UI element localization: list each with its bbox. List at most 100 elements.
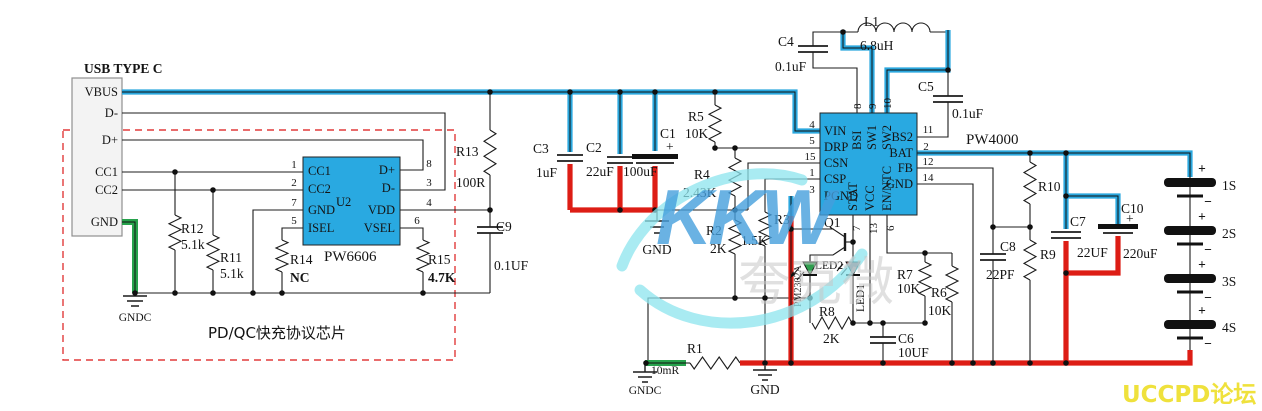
usb-pin-dm: D- [105,106,118,120]
usb-pin-cc1: CC1 [95,165,118,179]
power-wires [122,30,1193,366]
r2-value: 2K [710,241,727,256]
u1-pinnum-15: 15 [805,151,817,163]
u2-pinnum-1: 1 [291,159,297,171]
usb-title: USB TYPE C [84,61,163,76]
u2-pinnum-5: 5 [291,215,297,227]
r13-ref: R13 [456,144,479,159]
u1-pin-sw2: SW2 [880,125,894,150]
c10-polarized-plate [1098,224,1138,229]
watermark-swirl-bottom [634,248,868,329]
u1-part-label: PW4000 [966,132,1019,148]
led2-diode-icon [802,261,818,276]
u2-pinnum-6: 6 [414,215,420,227]
c1-value: 100uF [623,164,658,179]
battery-cell-2s-plate [1164,226,1216,235]
r13-value: 100R [456,175,485,190]
c5-value: 0.1uF [952,106,984,121]
watermark: 夸克微 KKW UCCPD论坛 [616,168,1256,408]
u1-pin-stat: STAT [846,182,860,211]
usb-pin-gnd: GND [91,215,118,229]
u1-pin-fb: FB [898,161,913,175]
u1-pin-en-ntc: EN/NTC [880,166,894,211]
usb-pin-cc2: CC2 [95,183,118,197]
u1-pinnum-11: 11 [923,124,934,136]
u1-pinnum-10: 10 [882,98,894,110]
u2-pin-cc2: CC2 [308,182,331,196]
watermark-swirl-top [616,168,808,272]
usb-pin-vbus: VBUS [85,85,118,99]
u1-pinnum-4: 4 [809,119,815,131]
r6-ref: R6 [931,285,947,300]
u1-pin-bat: BAT [889,146,913,160]
r7-value: 10K [897,281,921,296]
u2-pinnum-8: 8 [426,158,432,170]
c1-plus: + [666,139,674,154]
battery-plus-3: + [1198,257,1206,272]
u1-pinnum-1: 1 [809,167,815,179]
battery-minus-2: − [1204,242,1212,257]
u2-pin-isel: ISEL [308,221,334,235]
gndc-label-bottom: GNDC [629,385,662,397]
u1-pinnum-9: 9 [867,103,879,109]
q1-part-number: PM2302A [793,265,804,307]
c10-value: 220uF [1123,246,1158,261]
u1-pinnum-3: 3 [809,184,815,196]
c10-ref: C10 [1121,201,1144,216]
c4-value: 0.1uF [775,59,807,74]
battery-cell-3s: 3S [1222,274,1236,289]
battery-cell-4s: 4S [1222,320,1236,335]
u1-pin-csn: CSN [824,156,848,170]
u2-pin-dp: D+ [379,163,395,177]
u2-pin-cc1: CC1 [308,164,331,178]
c2-ref: C2 [586,140,602,155]
q1-ref: Q1 [824,215,841,230]
c10-plus: + [1126,211,1134,226]
l1-inductor-coil [857,22,931,33]
r5-value: 10K [685,126,709,141]
battery-minus-4: − [1204,336,1212,351]
u1-pin-b s2: BS2 [891,130,913,144]
r3-value: 1.5K [741,233,768,248]
u1-pinnum-12: 12 [923,156,934,168]
u1-pinnum-7: 7 [851,225,863,231]
r8-value: 2K [823,331,840,346]
u1-pin-gnd: GND [886,177,913,191]
c1-ref: C1 [660,126,676,141]
c9-ref: C9 [496,219,512,234]
u1-pinnum-5: 5 [809,135,815,147]
usb-connector: USB TYPE C VBUS D- D+ CC1 CC2 GND [71,61,163,237]
battery-plus-1: + [1198,161,1206,176]
resistor-symbols [167,104,1038,370]
u2-pin-vsel: VSEL [364,221,395,235]
component-labels: R12 5.1k R11 5.1k R14 NC R15 4.7K R13 10… [119,14,1158,397]
c8-value: 22PF [986,267,1015,282]
r6-value: 10K [928,303,952,318]
pd-qc-note: PD/QC快充协议芯片 [208,324,346,342]
r12-ref: R12 [181,221,204,236]
c2-value: 22uF [586,164,614,179]
r14-ref: R14 [290,252,313,267]
chip-pw6606: CC1 CC2 GND ISEL D+ D- VDD VSEL U2 1 2 7… [208,156,432,342]
u1-pinnum-8: 8 [852,103,864,109]
c7-value: 22UF [1077,245,1108,260]
gndc-symbol-bottom [633,363,657,383]
r15-ref: R15 [428,252,451,267]
r2-ref: R2 [706,223,722,238]
c8-ref: C8 [1000,239,1016,254]
usb-pin-dp: D+ [102,133,118,147]
r1-ref: R1 [687,341,703,356]
u2-ref: U2 [336,195,351,209]
battery-cell-3s-plate [1164,274,1216,283]
u1-pinnum-14: 14 [923,172,935,184]
l1-value: 6.8uH [860,38,894,53]
u2-pinnum-3: 3 [426,177,432,189]
u2-part-label: PW6606 [324,249,377,265]
l1-ref: L1 [864,14,879,29]
battery-cell-2s: 2S [1222,226,1236,241]
led1-label: LED1 [855,284,867,312]
battery-plus-4: + [1198,303,1206,318]
u1-pin-pgnd: PGND [824,189,858,203]
